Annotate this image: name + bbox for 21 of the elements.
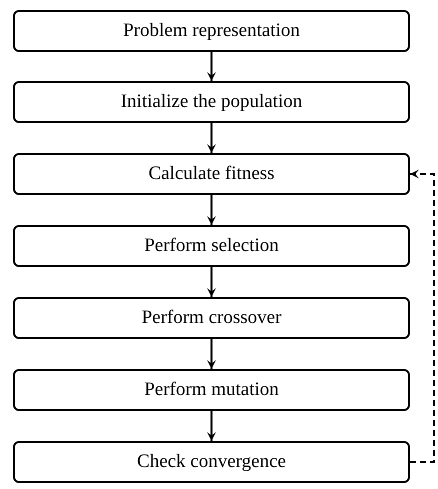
process-box <box>13 441 410 483</box>
step-label: Problem representation <box>123 19 300 43</box>
step-label: Perform selection <box>144 234 279 258</box>
arrow <box>410 170 435 463</box>
arrow <box>207 339 216 369</box>
arrow <box>207 195 216 225</box>
step-label: Calculate fitness <box>148 162 275 186</box>
step-label: Perform mutation <box>144 378 279 402</box>
process-box <box>13 297 410 339</box>
process-box <box>13 153 410 195</box>
process-box <box>13 81 410 123</box>
arrow <box>207 123 216 153</box>
step-label: Perform crossover <box>142 306 282 330</box>
process-box <box>13 369 410 411</box>
arrow <box>207 52 216 81</box>
arrow <box>207 411 216 441</box>
step-label: Initialize the population <box>120 90 302 114</box>
process-box <box>13 10 410 52</box>
arrow <box>207 267 216 297</box>
process-box <box>13 225 410 267</box>
step-label: Check convergence <box>137 450 286 474</box>
